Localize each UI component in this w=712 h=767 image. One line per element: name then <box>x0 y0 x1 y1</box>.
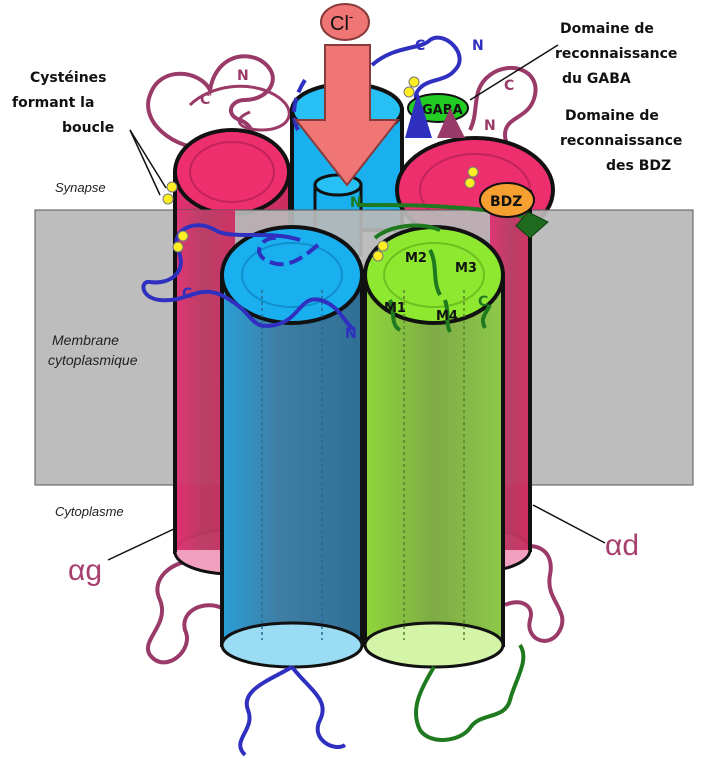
blue-chain-bottom <box>240 667 345 755</box>
green-front-body <box>365 275 503 645</box>
terminus-c-left-blue: C <box>182 286 192 302</box>
terminus-n-right-purple: N <box>484 118 496 134</box>
bdz-domain-label: Domaine de reconnaissance des BDZ <box>560 108 687 174</box>
bdz-site-label: BDZ <box>490 194 522 210</box>
purple-chain-bottom-left <box>148 560 222 662</box>
cytoplasm-label: Cytoplasme <box>55 504 124 519</box>
pore-cylinder-top <box>315 175 361 195</box>
cysteine-pointer-1 <box>130 130 166 188</box>
cyan-front-body <box>222 275 362 645</box>
terminus-c-top-purple: C <box>200 92 210 108</box>
cysteine-pointer-2 <box>130 130 160 195</box>
alpha-right-pointer <box>533 505 605 543</box>
terminus-n-center-blue: N <box>345 326 357 342</box>
terminus-n-center-green: N <box>350 195 362 211</box>
terminus-n-top-purple: N <box>237 68 249 84</box>
cysteines-label: Cystéines formant la boucle <box>12 70 114 136</box>
helix-m2-label: M2 <box>405 251 427 266</box>
alpha-left-label: αg <box>68 554 102 587</box>
gaba-site-label: GABA <box>422 103 463 118</box>
helix-m3-label: M3 <box>455 261 477 276</box>
alpha-left-pointer <box>108 528 176 560</box>
alpha-right-label: αd <box>605 529 639 562</box>
synapse-label: Synapse <box>55 180 106 195</box>
terminus-c-top-blue: C <box>415 38 425 54</box>
helix-m4-label: M4 <box>436 309 458 324</box>
terminus-n-top-blue: N <box>472 38 484 54</box>
helix-m1-label: M1 <box>384 301 406 316</box>
terminus-c-right-purple: C <box>504 78 514 94</box>
green-front-bottom <box>365 623 503 667</box>
cyan-front-bottom <box>222 623 362 667</box>
terminus-c-green: C <box>478 294 488 310</box>
gaba-domain-label: Domaine de reconnaissance du GABA <box>555 21 682 87</box>
